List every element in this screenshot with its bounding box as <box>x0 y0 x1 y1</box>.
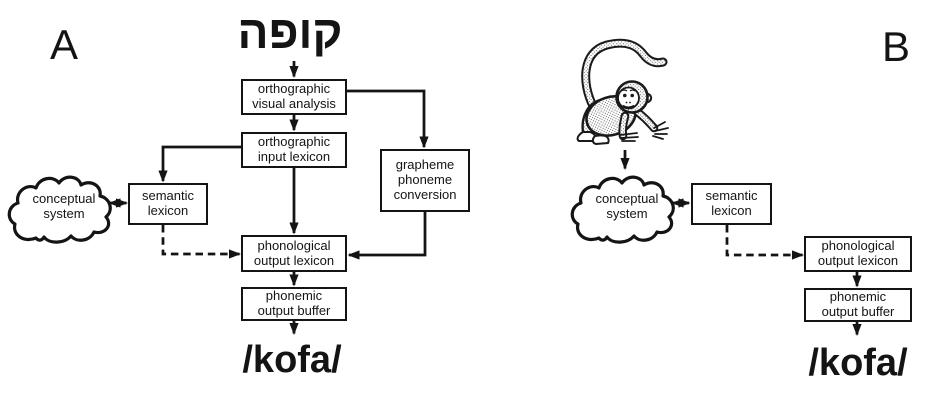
connectors-panel-b <box>620 150 862 336</box>
box-grapheme-phoneme-conversion: grapheme phoneme conversion <box>380 149 470 212</box>
dashed-arrow-semantic-to-phonological <box>725 225 804 260</box>
monkey-image <box>576 38 669 146</box>
dashed-arrow-semantic-to-phonological <box>161 225 241 259</box>
box-phonemic-output-buffer-a: phonemic output buffer <box>241 287 347 321</box>
conceptual-system-label-a: conceptual system <box>32 191 96 222</box>
arrow-gpc-to-phonological-lexicon <box>347 212 427 260</box>
conceptual-system-label-b: conceptual system <box>595 191 659 222</box>
box-phonological-output-lexicon-b: phonological output lexicon <box>804 236 912 272</box>
box-semantic-lexicon-a: semantic lexicon <box>128 183 208 225</box>
connectors-panel-a <box>108 61 429 335</box>
box-semantic-lexicon-b: semantic lexicon <box>691 183 772 225</box>
box-orthographic-visual-analysis: orthographic visual analysis <box>241 79 347 115</box>
hebrew-stimulus-word: קופה <box>237 6 343 58</box>
box-orthographic-input-lexicon: orthographic input lexicon <box>241 132 347 168</box>
panel-b-output-word: /kofa/ <box>808 342 908 384</box>
panel-a-output-word: /kofa/ <box>242 339 342 381</box>
panel-a-label: A <box>50 21 79 68</box>
box-phonemic-output-buffer-b: phonemic output buffer <box>804 288 912 322</box>
arrow-input-lexicon-to-semantic-lexicon <box>158 145 241 183</box>
arrow-visual-analysis-to-gpc <box>347 89 429 149</box>
panel-b-label: B <box>882 23 911 70</box>
box-phonological-output-lexicon-a: phonological output lexicon <box>241 235 347 272</box>
